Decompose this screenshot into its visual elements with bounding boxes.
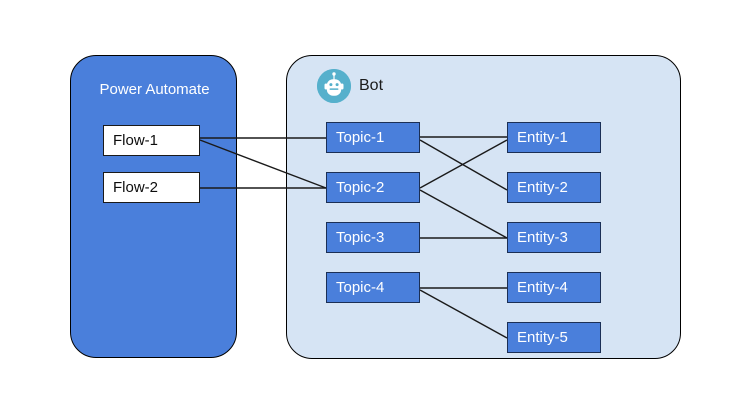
entity-node-label: Entity-5 xyxy=(517,329,568,346)
entity-node-3[interactable]: Entity-3 xyxy=(507,222,601,253)
bot-container[interactable]: Bot xyxy=(286,55,681,359)
flow-node-label: Flow-2 xyxy=(113,179,159,196)
topic-node-3[interactable]: Topic-3 xyxy=(326,222,420,253)
flow-node-2[interactable]: Flow-2 xyxy=(103,172,200,203)
entity-node-label: Entity-2 xyxy=(517,179,568,196)
entity-node-1[interactable]: Entity-1 xyxy=(507,122,601,153)
entity-node-5[interactable]: Entity-5 xyxy=(507,322,601,353)
entity-node-4[interactable]: Entity-4 xyxy=(507,272,601,303)
flow-node-label: Flow-1 xyxy=(113,132,159,149)
topic-node-label: Topic-3 xyxy=(336,229,385,246)
topic-node-label: Topic-2 xyxy=(336,179,385,196)
entity-node-label: Entity-4 xyxy=(517,279,568,296)
bot-label: Bot xyxy=(359,77,384,94)
topic-node-4[interactable]: Topic-4 xyxy=(326,272,420,303)
robot-icon xyxy=(317,69,351,103)
entity-node-label: Entity-1 xyxy=(517,129,568,146)
bot-header: Bot xyxy=(317,69,383,103)
topic-node-label: Topic-1 xyxy=(336,129,385,146)
power-automate-container[interactable]: Power Automate xyxy=(70,55,237,358)
flow-node-1[interactable]: Flow-1 xyxy=(103,125,200,156)
topic-node-1[interactable]: Topic-1 xyxy=(326,122,420,153)
entity-node-2[interactable]: Entity-2 xyxy=(507,172,601,203)
power-automate-title: Power Automate xyxy=(99,81,210,98)
topic-node-2[interactable]: Topic-2 xyxy=(326,172,420,203)
entity-node-label: Entity-3 xyxy=(517,229,568,246)
topic-node-label: Topic-4 xyxy=(336,279,385,296)
